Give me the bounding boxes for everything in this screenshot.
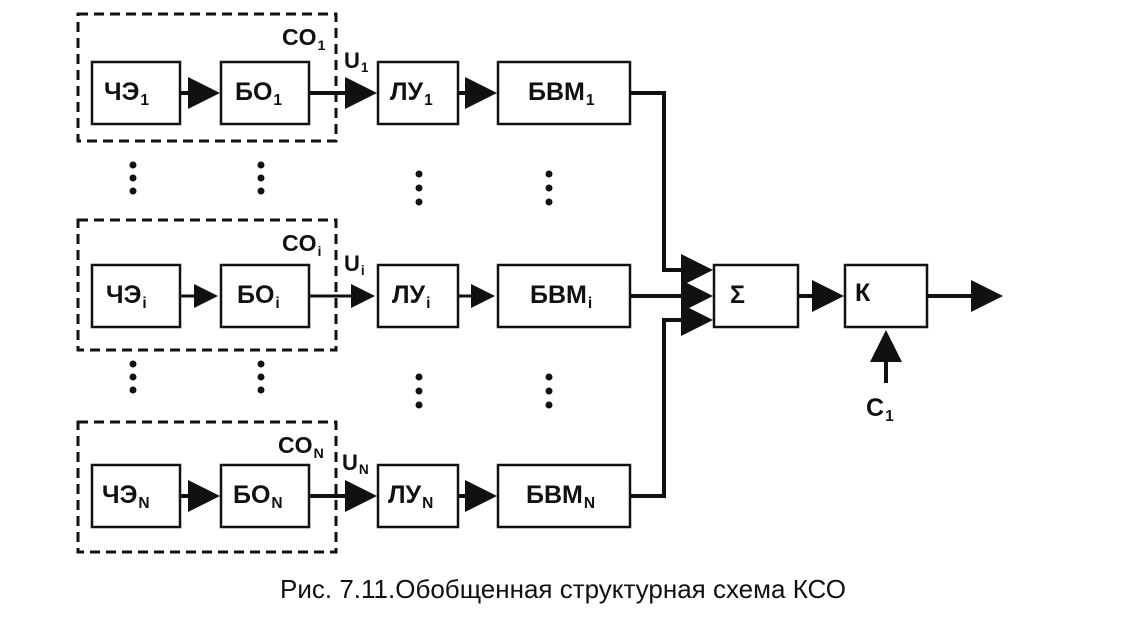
logic-label-1: ЛУ1	[390, 78, 433, 109]
connector-compute-1-summator	[630, 91, 713, 286]
group-label-1: CO1	[282, 24, 326, 54]
figure-caption: Рис. 7.11.Обобщенная структурная схема К…	[280, 574, 846, 604]
logic-block-1	[376, 60, 460, 126]
logic-label-i: ЛУi	[392, 281, 431, 312]
group-frame-i	[76, 218, 338, 352]
logic-label-n: ЛУN	[388, 481, 434, 512]
compute-label-1: БВМ1	[528, 78, 595, 109]
processor-block-n	[219, 463, 311, 529]
comparator-label: К	[855, 279, 871, 307]
signal-label-1: U1	[344, 48, 369, 76]
summator-label: Σ	[730, 281, 746, 309]
group-label-i: COi	[282, 230, 322, 260]
signal-label-n: UN	[342, 450, 369, 478]
summator-block	[712, 263, 800, 329]
signal-label-i: Ui	[344, 251, 365, 279]
ellipsis-dots-upper	[129, 161, 553, 206]
compute-label-n: БВМN	[526, 481, 596, 512]
processor-block-1	[219, 60, 311, 126]
group-label-n: CON	[278, 432, 324, 462]
connector-compute-n-summator	[630, 304, 713, 498]
group-frame-n	[76, 420, 338, 554]
processor-label-i: БОi	[237, 281, 280, 312]
ellipsis-dots-lower	[129, 360, 553, 409]
compute-label-i: БВМi	[530, 281, 593, 312]
sensor-label-1: ЧЭ1	[104, 78, 149, 109]
compute-block-1	[496, 60, 632, 126]
sensor-label-n: ЧЭN	[102, 481, 150, 512]
group-frame-1	[76, 12, 338, 143]
sensor-label-i: ЧЭi	[106, 281, 147, 312]
compute-block-n	[496, 463, 632, 529]
logic-block-n	[376, 463, 460, 529]
control-label: C1	[866, 394, 894, 425]
processor-label-n: БОN	[233, 481, 283, 512]
processor-label-1: БО1	[235, 78, 283, 109]
sensor-block-1	[90, 60, 182, 126]
processor-block-i	[219, 263, 311, 329]
